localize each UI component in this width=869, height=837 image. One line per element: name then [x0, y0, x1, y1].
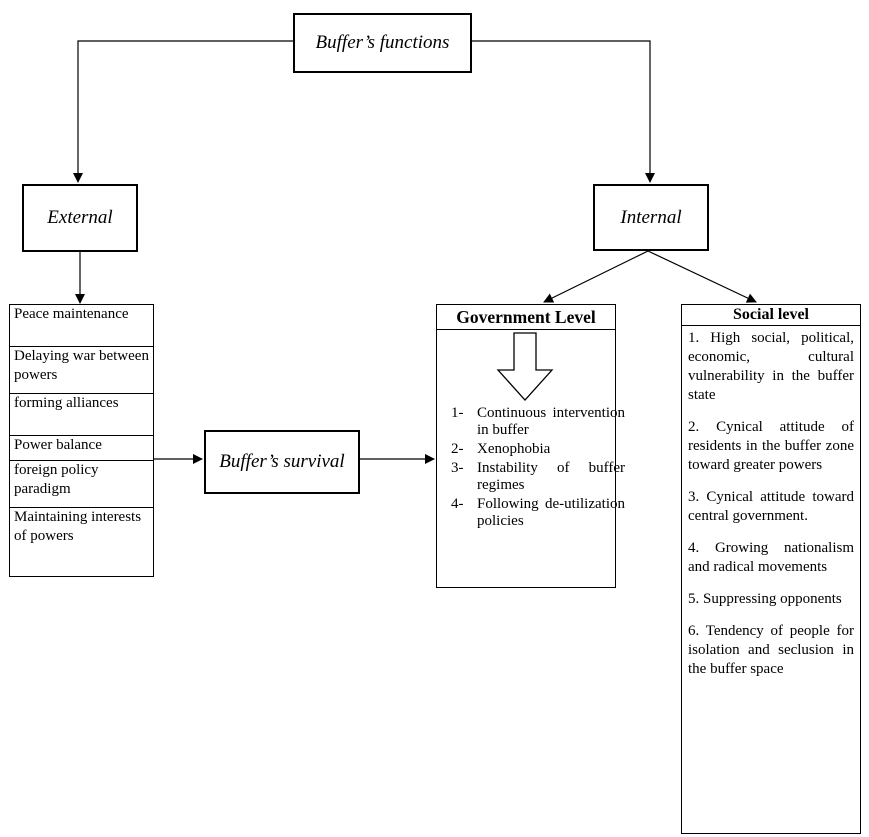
list-item: 5. Suppressing opponents [688, 591, 842, 607]
internal-to-social-arrow [647, 250, 757, 303]
list-item: Power balance [10, 436, 153, 461]
root-to-external-arrow [73, 40, 293, 183]
list-item: forming alliances [10, 394, 153, 436]
external-functions-list: Peace maintenance Delaying war between p… [9, 304, 154, 577]
internal-node: Internal [593, 184, 709, 251]
list-item: 1-Continuous intervention in buffer [451, 405, 625, 438]
government-level-box: Government Level 1-Continuous interventi… [436, 304, 625, 588]
root-label: Buffer’s functions [315, 32, 450, 53]
list-item: 6. Tendency of people for isolation and … [688, 623, 854, 677]
list-item: 2. Cynical attitude of residents in the … [688, 419, 854, 473]
external-node: External [22, 184, 138, 252]
list-item: Peace maintenance [10, 305, 153, 347]
list-item: foreign policy paradigm [10, 461, 153, 508]
root-to-internal-arrow [472, 40, 655, 183]
social-level-title: Social level [682, 305, 860, 326]
external-label: External [47, 207, 113, 228]
survival-label: Buffer’s survival [219, 451, 345, 472]
list-item: 4-Following de-utilization policies [451, 496, 625, 529]
list-item: 1. High social, political, economic, cul… [688, 330, 854, 403]
internal-label: Internal [620, 206, 682, 228]
list-item: 3-Instability of buffer regimes [451, 460, 625, 493]
down-arrow-icon [496, 332, 554, 401]
internal-to-government-arrow [543, 250, 649, 303]
root-node: Buffer’s functions [293, 13, 472, 73]
government-level-list: 1-Continuous intervention in buffer 2-Xe… [451, 405, 625, 532]
list-item: 3. Cynical attitude toward central gover… [688, 489, 854, 524]
survival-node: Buffer’s survival [204, 430, 360, 494]
list-item: 2-Xenophobia [451, 441, 551, 457]
government-level-title: Government Level [437, 305, 615, 330]
social-level-box: Social level 1. High social, political, … [681, 304, 861, 834]
list-item: Delaying war between powers [10, 347, 153, 394]
list-item: 4. Growing nationalism and radical movem… [688, 540, 854, 575]
list-item: Maintaining interests of powers [14, 509, 142, 544]
